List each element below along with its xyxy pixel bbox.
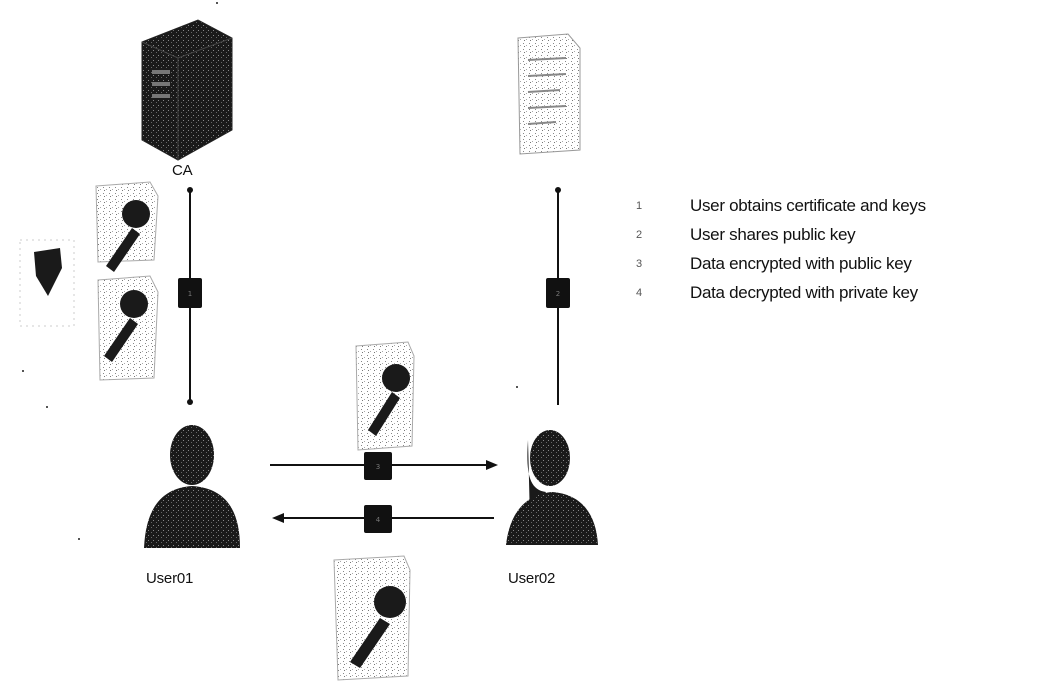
legend-item: 1 User obtains certificate and keys — [636, 196, 1056, 225]
private-key-icon — [19, 239, 75, 327]
step-badge-3-label: 3 — [376, 463, 380, 471]
user01-key-icon-bottom — [104, 290, 148, 362]
legend-item-number: 2 — [636, 229, 643, 241]
step-badge-1-label: 1 — [188, 290, 192, 298]
certificate-icon — [517, 33, 581, 155]
legend-item: 2 User shares public key — [636, 225, 1056, 254]
shared-key-icon-bottom — [333, 555, 411, 681]
legend: 1 User obtains certificate and keys 2 Us… — [636, 196, 1056, 312]
user02-icon — [506, 430, 598, 545]
step-badge-4 — [364, 505, 392, 533]
legend-item-text: Data encrypted with public key — [690, 254, 912, 273]
legend-item: 3 Data encrypted with public key — [636, 254, 1056, 283]
ca-server-icon — [141, 19, 233, 161]
step-badge-2 — [546, 278, 570, 308]
legend-item-text: User obtains certificate and keys — [690, 196, 926, 215]
noise-dots — [22, 2, 518, 540]
legend-item-number: 3 — [636, 258, 643, 270]
user01-key-icon-top — [106, 200, 150, 272]
legend-item-number: 4 — [636, 287, 643, 299]
step-badge-4-label: 4 — [376, 516, 381, 524]
step-badge-3 — [364, 452, 392, 480]
shared-key-icon-top — [355, 341, 415, 451]
legend-item: 4 Data decrypted with private key — [636, 283, 1056, 312]
user01-icon — [144, 425, 240, 548]
user02-label: User02 — [508, 570, 556, 587]
ca-label: CA — [172, 162, 193, 179]
step-badge-1 — [178, 278, 202, 308]
legend-item-text: User shares public key — [690, 225, 856, 244]
step-badge-2-label: 2 — [556, 290, 560, 298]
user01-label: User01 — [146, 570, 194, 587]
legend-item-text: Data decrypted with private key — [690, 283, 918, 302]
legend-item-number: 1 — [636, 200, 643, 212]
